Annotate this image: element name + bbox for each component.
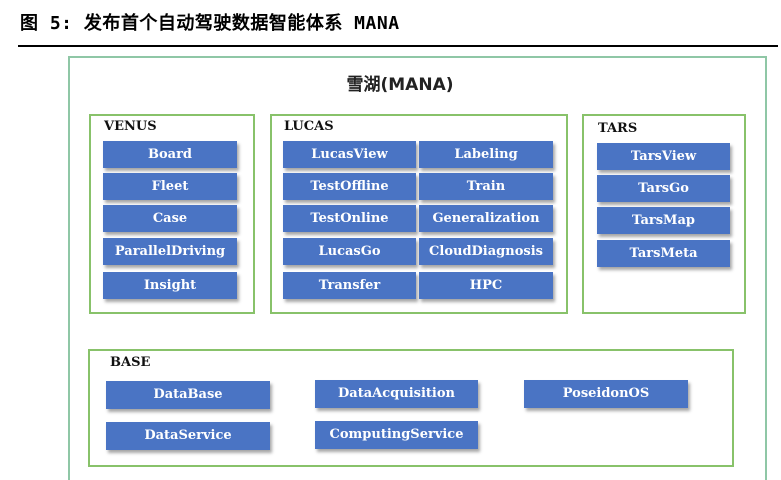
lucas-group-label: LUCAS (284, 119, 334, 134)
module-transfer: Transfer (283, 272, 416, 299)
lucas-group (270, 114, 568, 314)
caption-divider (18, 45, 778, 47)
module-case: Case (103, 205, 237, 232)
module-tarsview: TarsView (597, 143, 730, 170)
base-group (88, 349, 734, 467)
module-tarsmeta: TarsMeta (597, 240, 730, 267)
module-lucasgo: LucasGo (283, 238, 416, 265)
module-parallel-driving: ParallelDriving (103, 238, 237, 265)
module-testoffline: TestOffline (283, 173, 416, 200)
tars-group-label: TARS (598, 121, 638, 136)
module-poseidonos: PoseidonOS (524, 380, 688, 408)
module-board: Board (103, 141, 237, 168)
module-dataacquisition: DataAcquisition (315, 380, 478, 408)
module-dataservice: DataService (106, 422, 270, 450)
venus-group-label: VENUS (104, 119, 157, 134)
module-tarsgo: TarsGo (597, 175, 730, 202)
module-database: DataBase (106, 381, 270, 409)
module-tarsmap: TarsMap (597, 207, 730, 234)
module-train: Train (419, 173, 553, 200)
module-computingservice: ComputingService (315, 421, 478, 449)
tars-group (582, 114, 746, 314)
module-fleet: Fleet (103, 173, 237, 200)
system-title: 雪湖(MANA) (346, 75, 454, 95)
venus-group (89, 114, 255, 314)
mana-system-container (68, 56, 767, 480)
module-labeling: Labeling (419, 141, 553, 168)
module-lucasview: LucasView (283, 141, 416, 168)
module-generalization: Generalization (419, 205, 553, 232)
figure-caption: 图 5: 发布首个自动驾驶数据智能体系 MANA (20, 13, 400, 34)
module-hpc: HPC (419, 272, 553, 299)
module-clouddiagnosis: CloudDiagnosis (419, 238, 553, 265)
base-group-label: BASE (110, 355, 151, 370)
module-testonline: TestOnline (283, 205, 416, 232)
module-insight: Insight (103, 272, 237, 299)
